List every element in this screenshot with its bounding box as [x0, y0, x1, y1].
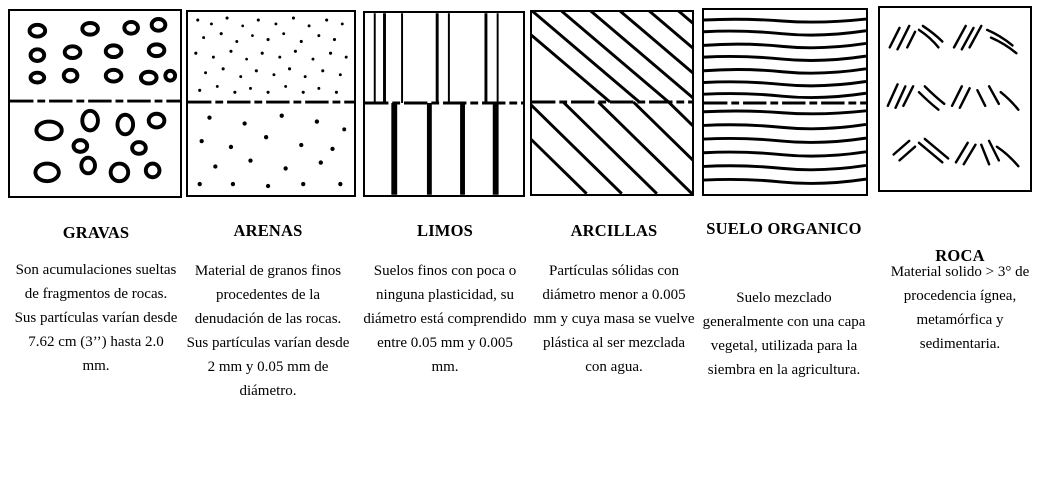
gravas-description: Son acumulaciones sueltas de fragmentos …: [14, 262, 178, 374]
limos-title: LIMOS: [416, 221, 473, 240]
arenas-pattern-tile: [186, 10, 356, 197]
arenas-description: Material de granos finos procedentes de …: [186, 263, 350, 399]
arenas-hatch-pattern: [188, 16, 354, 189]
arcillas-pattern-tile: [530, 10, 694, 196]
gravas-title: GRAVAS: [62, 223, 130, 242]
arenas-title: ARENAS: [233, 221, 303, 240]
gravas-hatch-pattern: [10, 17, 180, 184]
arcillas-hatch-pattern: [532, 12, 692, 194]
roca-pattern-tile: [878, 6, 1032, 192]
suelo-organico-pattern-tile: [702, 8, 868, 196]
suelo-organico-title: SUELO ORGANICO: [706, 219, 862, 238]
arcillas-description: Partículas sólidas con diámetro menor a …: [533, 263, 695, 375]
limos-pattern-tile: [363, 11, 525, 197]
limos-hatch-pattern: [365, 13, 523, 195]
limos-description: Suelos finos con poca o ninguna plastici…: [363, 263, 527, 375]
gravas-pattern-tile: [8, 9, 182, 198]
roca-title: ROCA: [935, 246, 985, 265]
suelo-organico-hatch-pattern: [704, 17, 866, 185]
roca-hatch-pattern: [886, 24, 1020, 168]
suelo-organico-description: Suelo mezclado generalmente con una capa…: [702, 290, 866, 378]
arcillas-title: ARCILLAS: [570, 221, 658, 240]
roca-description: Material solido > 3° de procedencia ígne…: [890, 264, 1030, 352]
